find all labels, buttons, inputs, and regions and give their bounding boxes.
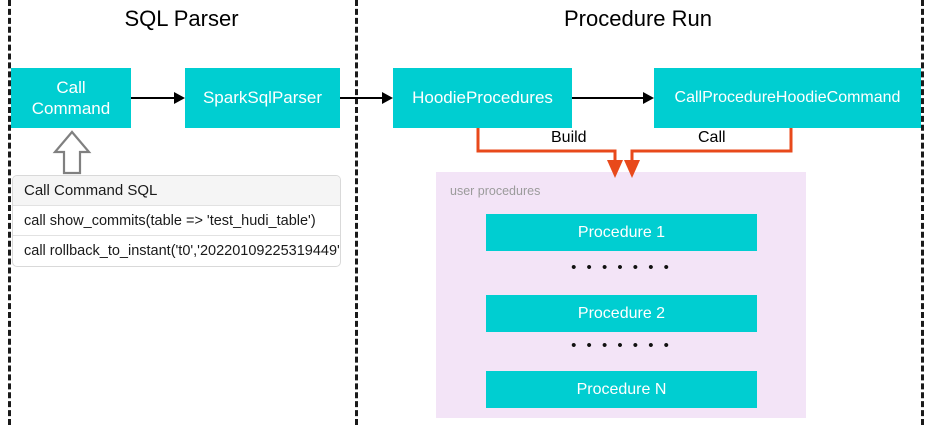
node-spark-sql-parser[interactable]: SparkSqlParser [185,68,340,128]
divider-middle [355,0,358,425]
arrow-shaft [572,97,644,99]
arrow-parser-to-hoodie-procedures [340,92,393,104]
connector-label-build: Build [546,129,592,147]
user-procedures-panel: user procedures Procedure 1 • • • • • • … [436,172,806,418]
arrow-shaft [340,97,383,99]
call-command-sql-table: Call Command SQL call show_commits(table… [13,176,340,266]
arrow-hoodie-procedures-to-call-command [572,92,654,104]
divider-left [8,0,11,425]
section-title-sql-parser: SQL Parser [124,6,239,31]
arrow-shaft [131,97,175,99]
sql-table-header: Call Command SQL [13,176,340,206]
section-title-procedure-run: Procedure Run [564,6,712,31]
arrow-head-icon [174,92,185,104]
sql-table-row: call show_commits(table => 'test_hudi_ta… [13,206,340,236]
node-call-command[interactable]: Call Command [11,68,131,128]
user-procedures-caption: user procedures [450,184,541,198]
arrow-call-command-to-parser [131,92,185,104]
procedures-ellipsis: • • • • • • • [571,336,672,354]
procedure-item[interactable]: Procedure 1 [486,214,757,251]
node-hoodie-procedures[interactable]: HoodieProcedures [393,68,572,128]
procedures-ellipsis: • • • • • • • [571,258,672,276]
arrow-head-icon [643,92,654,104]
connector-label-call: Call [693,129,731,147]
procedure-item[interactable]: Procedure N [486,371,757,408]
node-call-procedure-hoodie-command[interactable]: CallProcedureHoodieCommand [654,68,921,128]
hollow-up-arrow-icon [52,130,92,175]
procedure-item[interactable]: Procedure 2 [486,295,757,332]
sql-table-row: call rollback_to_instant('t0','202201092… [24,243,340,259]
divider-right [921,0,924,425]
arrow-head-icon [382,92,393,104]
